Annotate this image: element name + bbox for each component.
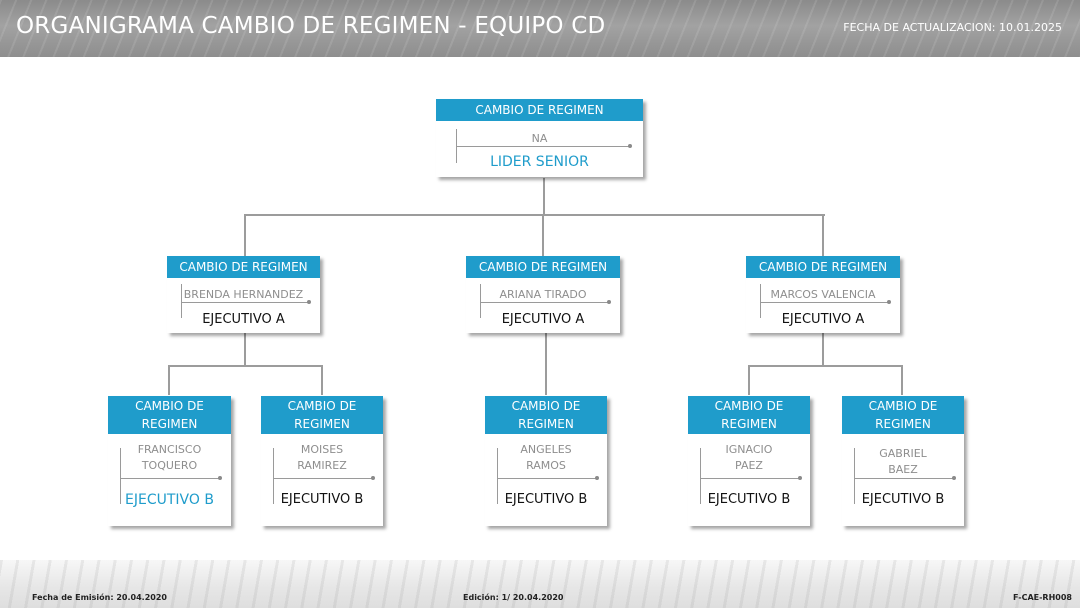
box-decoration [760,302,889,303]
box-department: CAMBIO DE REGIMEN [466,256,620,278]
person-role: LIDER SENIOR [490,154,589,170]
connector-branch1-down [244,333,246,366]
document-code: F-CAE-RH008 [1013,593,1072,602]
org-box-level3-1: CAMBIO DE REGIMEN FRANCISCO TOQUERO EJEC… [108,396,231,526]
person-name: MARCOS VALENCIA [770,288,876,301]
box-decoration [120,478,220,479]
box-department: CAMBIO DE REGIMEN [167,256,320,278]
edition-info: Edición: 1/ 20.04.2020 [463,593,564,602]
box-decoration [798,476,802,480]
person-role: EJECUTIVO B [707,492,791,507]
connector-branch3-bus [748,365,903,367]
box-decoration [480,284,481,318]
connector-level2-drop-3 [822,214,824,256]
box-decoration [181,284,182,318]
person-role: EJECUTIVO B [861,492,945,507]
box-decoration [952,476,956,480]
connector-branch1-drop-1 [168,365,170,395]
connector-branch2-down [545,333,547,395]
page-title: ORGANIGRAMA CAMBIO DE REGIMEN - EQUIPO C… [16,13,606,39]
box-decoration [700,448,701,504]
person-name: FRANCISCO TOQUERO [137,443,202,472]
person-role: EJECUTIVO A [501,312,585,327]
person-role: EJECUTIVO B [280,492,364,507]
box-decoration [497,478,597,479]
box-decoration [218,476,222,480]
box-decoration [480,302,609,303]
box-decoration [307,300,311,304]
person-name: IGNACIO PAEZ [725,443,773,472]
footer-banner: Fecha de Emisión: 20.04.2020 Edición: 1/… [0,560,1080,608]
box-department: CAMBIO DE REGIMEN [746,256,900,278]
box-department: CAMBIO DE REGIMEN [261,396,383,434]
box-department: CAMBIO DE REGIMEN [436,99,643,121]
org-box-level2-2: CAMBIO DE REGIMEN ARIANA TIRADO EJECUTIV… [466,256,620,333]
box-decoration [607,300,611,304]
box-department: CAMBIO DE REGIMEN [688,396,810,434]
person-role: EJECUTIVO A [202,312,285,327]
box-decoration [181,302,309,303]
person-role: EJECUTIVO A [781,312,865,327]
header-banner: ORGANIGRAMA CAMBIO DE REGIMEN - EQUIPO C… [0,0,1080,57]
person-name: BRENDA HERNANDEZ [183,288,304,301]
connector-branch3-down [822,333,824,366]
org-box-level3-4: CAMBIO DE REGIMEN IGNACIO PAEZ EJECUTIVO… [688,396,810,526]
person-role: EJECUTIVO B [504,492,588,507]
box-decoration [497,448,498,504]
person-name: ANGELES RAMOS [520,443,572,472]
box-decoration [371,476,375,480]
person-name: MOISES RAMIREZ [297,443,347,472]
box-decoration [700,478,800,479]
connector-branch1-bus [168,365,323,367]
person-name: NA [531,132,548,145]
update-date: FECHA DE ACTUALIZACION: 10.01.2025 [843,21,1062,34]
org-box-root: CAMBIO DE REGIMEN NA LIDER SENIOR [436,99,643,177]
org-box-level3-5: CAMBIO DE REGIMEN GABRIEL BAEZ EJECUTIVO… [842,396,964,526]
box-department: CAMBIO DE REGIMEN [842,396,964,434]
org-box-level3-2: CAMBIO DE REGIMEN MOISES RAMIREZ EJECUTI… [261,396,383,526]
person-role: EJECUTIVO B [125,492,214,508]
connector-level2-bus [244,214,825,216]
box-decoration [628,144,632,148]
box-decoration [456,146,630,147]
footer-texture [0,560,1080,608]
box-decoration [887,300,891,304]
org-box-level3-3: CAMBIO DE REGIMEN ANGELES RAMOS EJECUTIV… [485,396,607,526]
header-texture [0,0,1080,57]
box-decoration [273,478,373,479]
box-department: CAMBIO DE REGIMEN [485,396,607,434]
person-name: GABRIEL BAEZ [879,447,927,476]
connector-branch3-drop-2 [901,365,903,395]
org-box-level2-3: CAMBIO DE REGIMEN MARCOS VALENCIA EJECUT… [746,256,900,333]
connector-level2-drop-1 [244,214,246,256]
org-box-level2-1: CAMBIO DE REGIMEN BRENDA HERNANDEZ EJECU… [167,256,320,333]
connector-branch3-drop-1 [748,365,750,395]
connector-root-down [543,178,545,215]
box-department: CAMBIO DE REGIMEN [108,396,231,434]
connector-level2-drop-2 [542,214,544,256]
box-decoration [854,478,954,479]
box-decoration [273,448,274,504]
box-decoration [854,448,855,504]
box-decoration [595,476,599,480]
emission-date: Fecha de Emisión: 20.04.2020 [32,593,167,602]
box-decoration [120,448,121,504]
box-decoration [760,284,761,318]
person-name: ARIANA TIRADO [499,288,587,301]
connector-branch1-drop-2 [321,365,323,395]
